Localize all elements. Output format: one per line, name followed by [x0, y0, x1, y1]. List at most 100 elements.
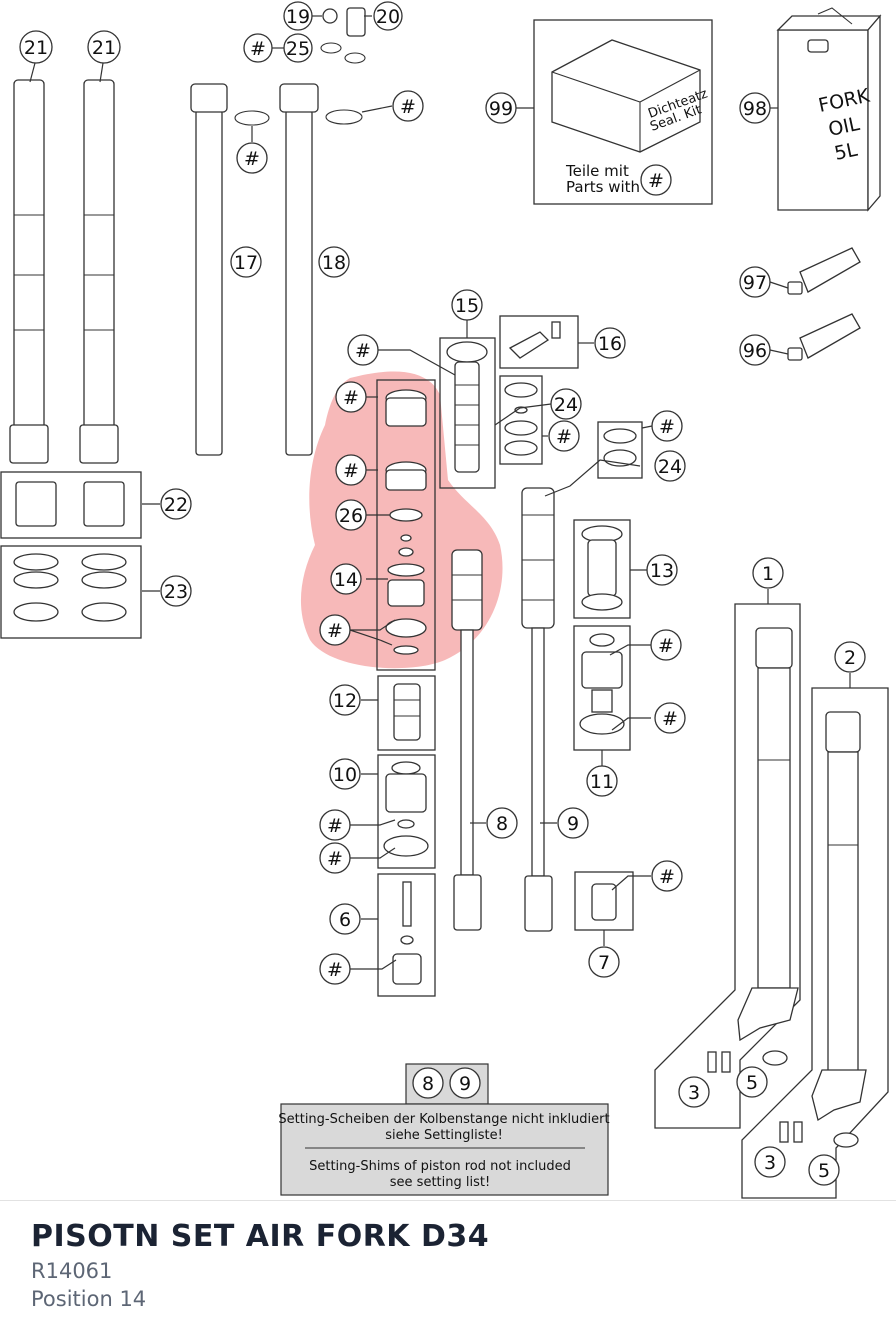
svg-text:#: # [648, 170, 664, 192]
svg-text:3: 3 [688, 1082, 700, 1104]
svg-text:21: 21 [24, 37, 48, 59]
svg-text:24: 24 [554, 394, 578, 416]
callout-8: 8 [486, 807, 518, 839]
fork-leg-2 [741, 687, 889, 1199]
callout-hash-10-bottom: # [319, 842, 351, 874]
seal-set-23 [0, 545, 142, 639]
callout-3-right: 3 [754, 1146, 786, 1178]
setting-note: Setting-Scheiben der Kolbenstange nicht … [278, 1063, 610, 1196]
svg-text:13: 13 [650, 560, 674, 582]
callout-20: 20 [373, 1, 403, 31]
svg-text:21: 21 [92, 37, 116, 59]
needle-valve-6 [377, 873, 436, 997]
svg-text:#: # [556, 426, 572, 448]
callout-hash-24-right: # [651, 410, 683, 442]
spring-set-13 [573, 519, 631, 619]
svg-text:#: # [327, 848, 343, 870]
callout-12: 12 [329, 684, 361, 716]
svg-text:18: 18 [322, 252, 346, 274]
callout-10: 10 [329, 758, 361, 790]
callout-21-left: 21 [19, 30, 53, 64]
svg-text:9: 9 [459, 1073, 471, 1095]
svg-text:1: 1 [762, 563, 774, 585]
callout-hash-14-bottom: # [319, 614, 351, 646]
ring-set-24-upper [499, 375, 543, 465]
callout-97: 97 [739, 266, 771, 298]
callout-21-right: 21 [87, 30, 121, 64]
callout-2: 2 [834, 641, 866, 673]
seal-kit-caption-en: Parts with [566, 178, 640, 196]
callout-hash-15: # [347, 334, 379, 366]
callout-hash-14-top: # [335, 381, 367, 413]
fork-oil-can-98: FORK OIL 5L [776, 7, 882, 212]
callout-hash-11-bottom: # [654, 702, 686, 734]
callout-26: 26 [335, 499, 367, 531]
callout-19: 19 [283, 1, 313, 31]
callouts: 21 21 19 20 # 25 # # 17 18 99 # 98 97 96… [19, 1, 866, 1186]
svg-text:#: # [327, 959, 343, 981]
fork-leg-1 [654, 603, 801, 1129]
svg-text:#: # [659, 416, 675, 438]
svg-text:5: 5 [818, 1160, 830, 1182]
svg-text:#: # [244, 148, 260, 170]
svg-text:10: 10 [333, 764, 357, 786]
diagram-position: Position 14 [31, 1287, 147, 1311]
callout-25: 25 [283, 33, 313, 63]
piston-rod-9 [521, 487, 555, 932]
article-number: R14061 [31, 1259, 113, 1283]
bushing-set-22 [0, 471, 142, 539]
svg-text:#: # [250, 38, 266, 60]
callout-8-note: 8 [412, 1067, 444, 1099]
note-de-line-1: Setting-Scheiben der Kolbenstange nicht … [278, 1112, 609, 1127]
svg-text:25: 25 [286, 38, 310, 60]
outer-tube-21-left [9, 79, 49, 464]
grease-tube-96 [787, 313, 861, 361]
callout-3-left: 3 [678, 1076, 710, 1108]
svg-text:#: # [343, 460, 359, 482]
callout-13: 13 [646, 554, 678, 586]
callout-23: 23 [160, 575, 192, 607]
callout-1: 1 [752, 557, 784, 589]
svg-text:15: 15 [455, 295, 479, 317]
valve-assembly-11 [573, 625, 631, 751]
grease-tube-97 [787, 247, 861, 295]
callout-15: 15 [451, 289, 483, 321]
svg-text:9: 9 [567, 813, 579, 835]
svg-text:6: 6 [339, 909, 351, 931]
callout-hash-10-top: # [319, 809, 351, 841]
svg-text:26: 26 [339, 505, 363, 527]
svg-text:7: 7 [598, 952, 610, 974]
svg-text:12: 12 [333, 690, 357, 712]
svg-text:11: 11 [590, 771, 614, 793]
callout-hash-11-top: # [650, 629, 682, 661]
callout-96: 96 [739, 334, 771, 366]
callout-99: 99 [485, 92, 517, 124]
callout-hash-24-upper: # [548, 420, 580, 452]
valve-parts-16 [499, 315, 579, 369]
part-7 [574, 871, 634, 931]
callout-18: 18 [318, 246, 350, 278]
svg-text:22: 22 [164, 494, 188, 516]
svg-text:99: 99 [489, 98, 513, 120]
callout-5-left: 5 [736, 1066, 768, 1098]
note-en-line-2: see setting list! [390, 1175, 490, 1190]
svg-text:16: 16 [598, 333, 622, 355]
piston-rod-8 [451, 549, 483, 931]
svg-text:3: 3 [764, 1152, 776, 1174]
exploded-parts-diagram: Dichteatz Seal. Kit Teile mit Parts with… [0, 1, 889, 1199]
note-en-line-1: Setting-Shims of piston rod not included [309, 1159, 571, 1174]
svg-text:8: 8 [422, 1073, 434, 1095]
seal-kit-99: Dichteatz Seal. Kit Teile mit Parts with [533, 19, 713, 205]
svg-text:#: # [659, 866, 675, 888]
oil-can-line-3: 5L [832, 139, 859, 165]
callout-hash-18-ring: # [392, 90, 424, 122]
svg-text:96: 96 [743, 340, 767, 362]
svg-text:23: 23 [164, 581, 188, 603]
note-de-line-2: siehe Settingliste! [385, 1128, 503, 1143]
svg-text:#: # [658, 635, 674, 657]
svg-text:#: # [327, 815, 343, 837]
callout-hash-seal-kit: # [640, 164, 672, 196]
svg-text:98: 98 [743, 98, 767, 120]
tube-17 [190, 83, 270, 456]
svg-text:97: 97 [743, 272, 767, 294]
